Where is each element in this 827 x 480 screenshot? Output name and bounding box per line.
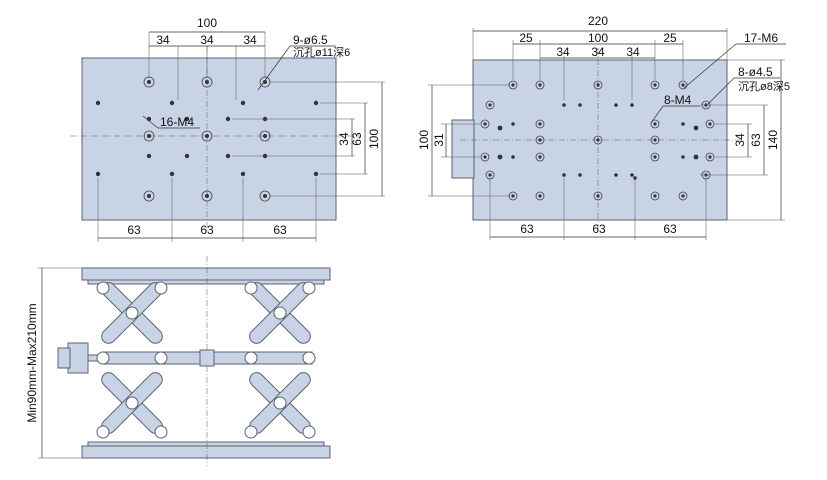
callout-holes-right: 8-ø4.5: [738, 65, 773, 79]
adjust-knob-block: [451, 119, 475, 179]
dim-right-outer-right: 140: [766, 130, 780, 150]
dim-top-b2-right: 34: [591, 45, 605, 59]
dim-bottom-b-right: 63: [592, 222, 606, 236]
dim-bottom-a-right: 63: [520, 222, 534, 236]
dim-top-d-right: 25: [663, 31, 677, 45]
dim-bottom-b-left: 63: [200, 223, 214, 237]
dim-top-b3-right: 34: [626, 45, 640, 59]
counterbore-holes-left: [143, 76, 271, 202]
top-left-plate-view: 100 34 34 34 100 63 34 63 63 63 9-ø6.5 沉…: [70, 16, 385, 242]
dim-top-mid-right: 100: [588, 31, 608, 45]
dim-top-a-left: 34: [156, 33, 170, 47]
dim-top-b1-right: 34: [556, 45, 570, 59]
top-plate-side: [81, 267, 331, 281]
side-view-scissor-lift: Min90mm-Max210mm: [25, 256, 331, 466]
top-plate-lip-side: [87, 279, 325, 285]
dim-bottom-c-left: 63: [273, 223, 287, 237]
bottom-plate-lip-side: [87, 441, 325, 447]
dim-top-total-right: 220: [588, 14, 608, 28]
dim-height-range: Min90mm-Max210mm: [25, 303, 39, 422]
pivot-pins: [96, 281, 316, 439]
callout-thread-left: 16-M4: [160, 115, 194, 129]
callout-m4-right: 8-M4: [664, 93, 692, 107]
dim-top-total-left: 100: [197, 16, 217, 30]
dim-left-inner-right: 31: [432, 133, 446, 147]
callout-m6-right: 17-M6: [744, 31, 778, 45]
plate-outline-left: [81, 57, 337, 221]
callout-holes-sub-right: 沉孔ø8深5: [738, 80, 790, 93]
dim-right-inner-left: 34: [337, 132, 351, 146]
threaded-holes-right: [497, 103, 699, 180]
dim-right-outer-left: 100: [367, 129, 381, 149]
dim-left-outer-right: 100: [417, 130, 431, 150]
dim-right-inner-right: 34: [733, 133, 747, 147]
dim-top-a-right: 25: [519, 31, 533, 45]
dim-top-b-left: 34: [200, 33, 214, 47]
callout-holes-sub-left: 沉孔ø11深6: [293, 46, 350, 59]
bottom-plate-side: [81, 445, 331, 459]
center-nut-side: [199, 349, 215, 367]
callout-holes-left: 9-ø6.5: [293, 33, 328, 47]
dim-right-mid-right: 63: [749, 133, 763, 147]
knob-cap-side: [57, 347, 71, 369]
dim-bottom-a-left: 63: [127, 223, 141, 237]
dim-bottom-c-right: 63: [663, 222, 677, 236]
dim-right-mid-left: 63: [350, 132, 364, 146]
adjust-knob-side: [67, 342, 89, 374]
top-right-plate-view: 220 25 100 25 34 34 34 100 31 140 63: [417, 14, 790, 240]
dim-top-c-left: 34: [243, 33, 257, 47]
